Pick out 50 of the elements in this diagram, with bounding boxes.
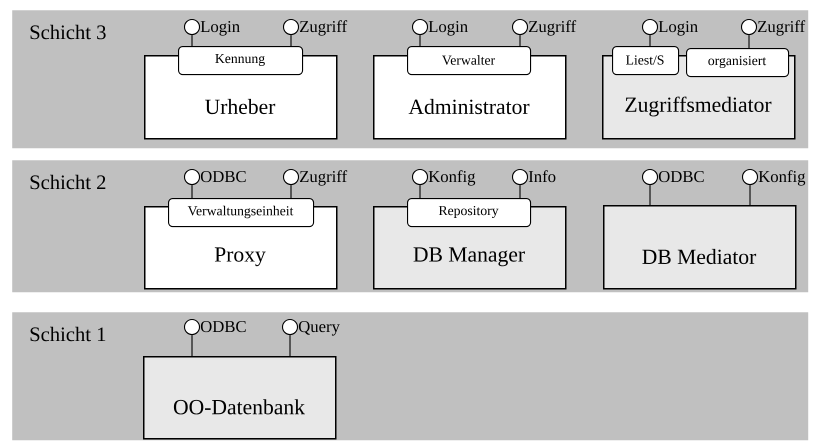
connector-line (519, 185, 521, 198)
interface-circle (742, 168, 758, 186)
role-tab: Liest/S (612, 46, 680, 76)
interface-circle (184, 318, 200, 336)
role-tab: organisiert (686, 48, 790, 78)
connector-line (191, 35, 193, 46)
connector-line (289, 335, 291, 356)
connector-line (191, 335, 193, 356)
interface-circle (642, 168, 658, 186)
interface-label: Info (528, 170, 556, 182)
connector-line (519, 35, 521, 46)
connector-line (419, 185, 421, 198)
component-box: OO-Datenbank (143, 356, 336, 440)
role-tab: Kennung (178, 46, 304, 76)
interface-label: Login (428, 20, 468, 36)
interface-circle (642, 18, 658, 36)
interface-circle (282, 318, 298, 336)
role-tab: Verwaltungseinheit (168, 198, 314, 228)
interface-label: Query (298, 320, 340, 336)
interface-circle (282, 168, 300, 186)
connector-line (191, 185, 193, 198)
interface-label: Konfig (428, 170, 476, 186)
interface-circle (412, 168, 428, 186)
connector-line (419, 35, 421, 46)
interface-label: ODBC (658, 170, 704, 182)
interface-label: Zugriff (300, 20, 348, 36)
interface-circle (412, 18, 428, 36)
component-box: DB Mediator (603, 205, 796, 290)
interface-label: ODBC (200, 320, 246, 332)
interface-circle (184, 18, 200, 36)
interface-label: Konfig (758, 170, 806, 186)
interface-circle (512, 18, 528, 36)
role-tab: Repository (407, 198, 532, 228)
role-tab: Verwalter (407, 46, 532, 76)
interface-circle (740, 18, 758, 36)
interface-label: ODBC (200, 170, 246, 182)
connector-line (749, 185, 751, 205)
connector-line (649, 35, 651, 46)
interface-label: Zugriff (529, 20, 576, 36)
connector-line (290, 185, 292, 198)
interface-label: Login (200, 20, 240, 36)
interface-circle (184, 168, 200, 186)
connector-line (649, 185, 651, 205)
interface-label: Login (658, 20, 698, 36)
interface-circle (512, 168, 528, 186)
connector-line (290, 35, 292, 46)
interface-label: Zugriff (758, 20, 806, 36)
interface-circle (282, 18, 300, 36)
interface-label: Zugriff (300, 170, 348, 186)
connector-line (748, 35, 750, 48)
